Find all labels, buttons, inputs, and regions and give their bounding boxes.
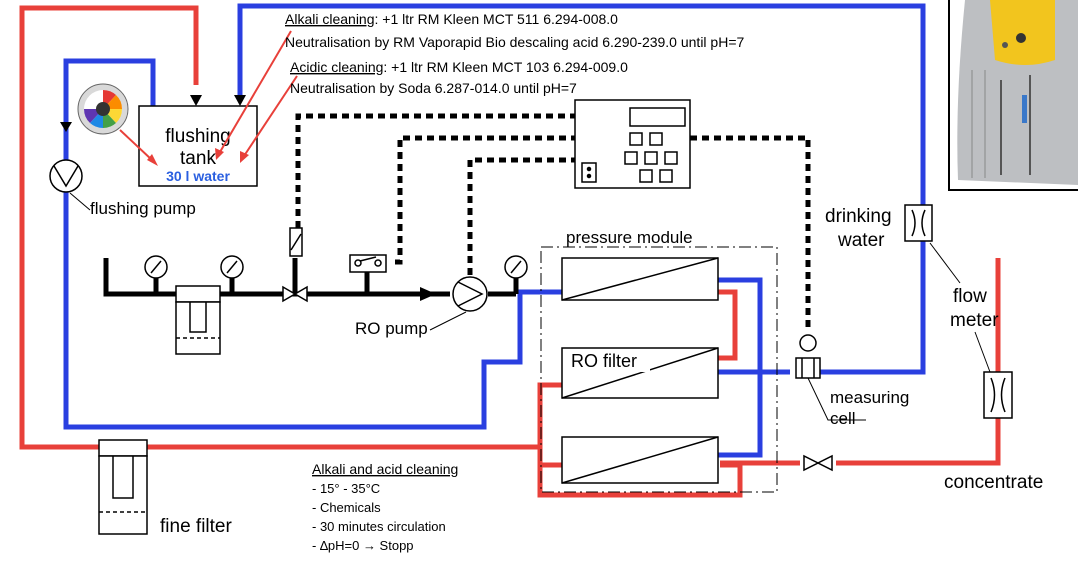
tank-label-line2: tank [180, 148, 216, 169]
ro-pump-label: RO pump [355, 319, 428, 338]
red-pipe-concentrate-out [836, 418, 998, 463]
controller-key [625, 152, 637, 164]
controller-key [650, 133, 662, 145]
controller-switch-dot [588, 175, 591, 178]
ro-pump-icon [453, 277, 487, 311]
controller-key [660, 170, 672, 182]
pressure-module-label: pressure module [566, 228, 693, 247]
controller-unit [575, 100, 690, 188]
tank-volume-label: 30 l water [166, 168, 230, 184]
alkali-note-text: : +1 ltr RM Kleen MCT 511 6.294-008.0 [375, 11, 619, 27]
alkali-note-line1: Alkali cleaning: +1 ltr RM Kleen MCT 511… [285, 11, 618, 27]
drinking-water-label-1: drinking [825, 206, 892, 227]
flushing-pump-leader [70, 193, 90, 210]
acidic-note-text: : +1 ltr RM Kleen MCT 103 6.294-009.0 [383, 59, 628, 75]
alkali-note-line2: Neutralisation by RM Vaporapid Bio desca… [285, 34, 745, 50]
tank-label-line1: flushing [165, 126, 231, 147]
pressure-switch-icon [350, 255, 386, 272]
signal-to-switch [395, 138, 575, 262]
cleaning-procedure: Alkali and acid cleaning - 15° - 35°C - … [312, 461, 458, 553]
flushing-pump-label: flushing pump [90, 199, 196, 218]
controller-display [630, 108, 685, 126]
flow-meter-leader-bottom [975, 332, 990, 372]
cleaning-procedure-title: Alkali and acid cleaning [312, 461, 458, 477]
ro-pump-leader [430, 312, 466, 330]
signal-to-measuring-cell [690, 138, 808, 330]
signal-to-valve [298, 116, 575, 228]
controller-key [640, 170, 652, 182]
concentrate-valve-icon [804, 456, 832, 470]
acidic-note-line2: Neutralisation by Soda 6.287-014.0 until… [290, 80, 577, 96]
measuring-cell-label-1: measuring [830, 388, 909, 407]
pressure-gauge-icon [505, 256, 527, 278]
alkali-note-title: Alkali cleaning [285, 11, 375, 27]
controller-key [645, 152, 657, 164]
controller-key [630, 133, 642, 145]
control-signal-lines [298, 116, 808, 330]
controller-switch [582, 163, 596, 182]
prefilter-housing-icon [176, 286, 220, 354]
blue-pipe-module-right [718, 280, 760, 455]
flow-meter-label-2: meter [950, 310, 999, 331]
cleaning-item: - ∆pH=0 → Stopp [312, 538, 414, 553]
concentrate-flow-meter-icon [984, 372, 1012, 418]
concentrate-label: concentrate [944, 472, 1043, 493]
ro-membrane-vessel [562, 437, 718, 483]
flow-meter-leader-top [930, 243, 960, 283]
red-pipe-module-right [718, 292, 735, 358]
drinking-water-meter-icon [905, 205, 932, 241]
product-photo [949, 0, 1078, 190]
cleaning-item: - Chemicals [312, 500, 381, 515]
fine-filter-label: fine filter [160, 516, 232, 537]
red-arrow-tank [190, 95, 202, 106]
flow-meter-label-1: flow [953, 286, 987, 307]
cleaning-item: - 30 minutes circulation [312, 519, 446, 534]
ro-filter-label: RO filter [571, 351, 637, 371]
drinking-water-label-2: water [837, 230, 885, 251]
controller-key [665, 152, 677, 164]
cleaning-item: - 15° - 35°C [312, 481, 380, 496]
measuring-cell-icon [796, 335, 820, 378]
ph-indicator-roll-icon [78, 84, 128, 134]
ro-membrane-vessel [562, 258, 718, 300]
flushing-pump-icon [50, 160, 82, 192]
measuring-cell-label-2: cell [830, 409, 856, 428]
fine-filter-icon [99, 440, 147, 534]
cleaning-notes: Alkali cleaning: +1 ltr RM Kleen MCT 511… [285, 11, 745, 96]
feed-arrow [420, 287, 436, 301]
pressure-gauge-icon [145, 256, 167, 278]
acidic-note-title: Acidic cleaning [290, 59, 383, 75]
blue-arrow-tank [234, 95, 246, 106]
red-pipe-module-left [540, 385, 562, 465]
acidic-note-line1: Acidic cleaning: +1 ltr RM Kleen MCT 103… [290, 59, 628, 75]
controller-switch-dot [588, 168, 591, 171]
blue-arrow-pump [60, 122, 72, 132]
pressure-gauge-icon [221, 256, 243, 278]
